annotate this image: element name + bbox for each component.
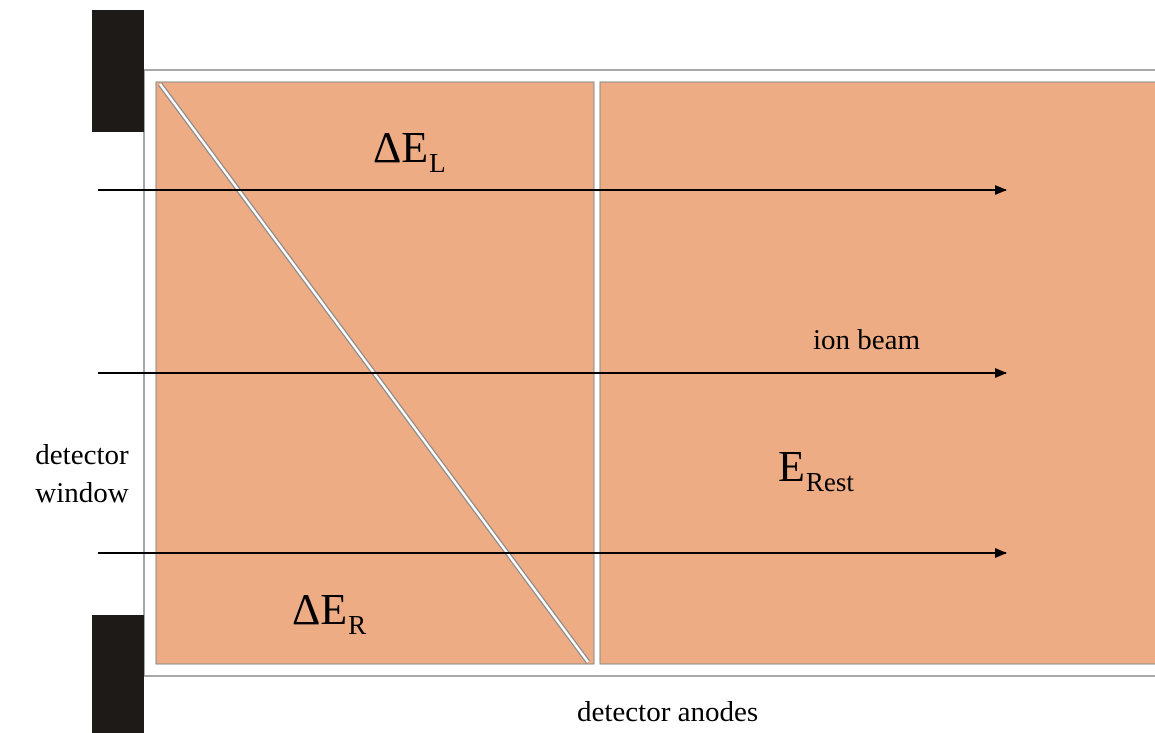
ion-beam-label: ion beam (813, 324, 921, 356)
delta-e-right-main: ΔE (292, 585, 348, 634)
delta-e-left-label: ΔEL (373, 123, 446, 177)
e-rest-subscript: Rest (805, 467, 854, 497)
delta-e-right-label: ΔER (292, 585, 366, 639)
e-rest-main: E (778, 442, 805, 491)
window-frame-bottom (92, 615, 144, 733)
detector-anodes-label: detector anodes (577, 696, 759, 728)
detector-window-label: detector window (6, 436, 158, 512)
window-frame-top (92, 10, 144, 132)
delta-e-right-subscript: R (348, 610, 367, 640)
delta-e-left-subscript: L (429, 148, 446, 178)
detector-window-label-line1: detector (35, 439, 129, 471)
e-rest-label: ERest (778, 442, 854, 496)
delta-e-left-main: ΔE (373, 123, 429, 172)
detector-window-label-line2: window (35, 477, 129, 509)
